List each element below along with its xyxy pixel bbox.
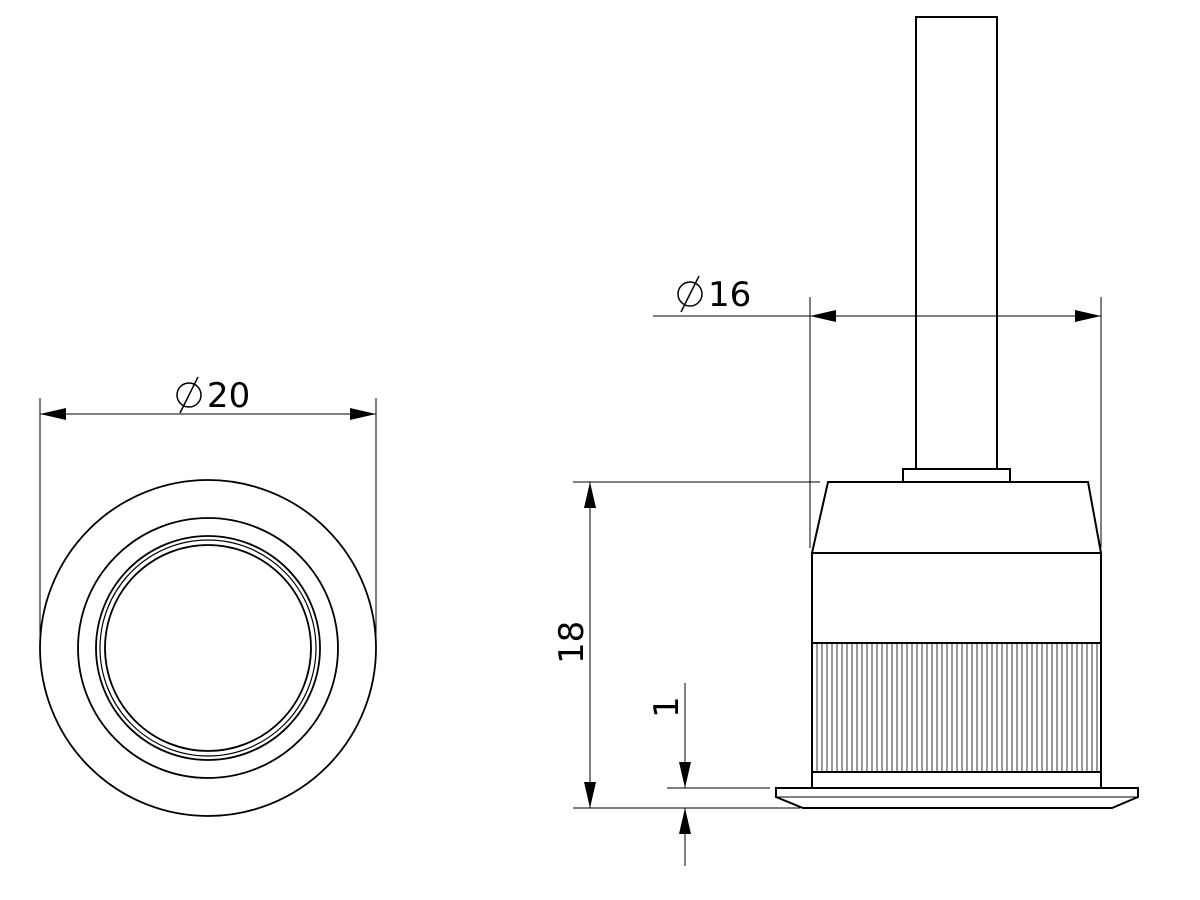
inner-rim-outer-circle — [95, 535, 321, 761]
dimension-label-16: 16 — [708, 275, 751, 315]
dimension-label-20: 20 — [207, 376, 250, 416]
dimension-diameter-20: 20 — [39, 376, 377, 648]
inner-rim-circle — [99, 539, 317, 757]
tapered-cap — [810, 481, 1103, 554]
body-upper — [811, 552, 1102, 644]
knurl-pattern — [816, 643, 1098, 772]
body-circle — [77, 517, 339, 779]
diameter-symbol — [176, 376, 202, 414]
knurled-band — [811, 642, 1102, 773]
side-view: 16 18 1 — [552, 16, 1139, 866]
top-view: 20 — [39, 376, 377, 817]
bore-circle — [104, 544, 312, 752]
arrowhead-top — [584, 482, 596, 508]
arrowhead-up — [679, 808, 691, 834]
dimension-height-18: 18 — [552, 481, 820, 809]
outer-flange-circle — [39, 479, 377, 817]
body-lower-ring — [811, 771, 1102, 789]
arrowhead-right — [1075, 310, 1101, 322]
arrowhead-right — [350, 408, 376, 420]
shaft-collar — [902, 468, 1011, 483]
arrowhead-left — [40, 408, 66, 420]
dimension-thickness-1: 1 — [647, 683, 770, 866]
dimension-label-18: 18 — [552, 621, 592, 664]
arrowhead-down — [679, 762, 691, 788]
shaft — [915, 16, 998, 470]
arrowhead-bottom — [584, 782, 596, 808]
flange — [775, 787, 1139, 809]
dimension-label-1: 1 — [647, 696, 687, 718]
arrowhead-left — [810, 310, 836, 322]
diameter-symbol — [677, 275, 703, 313]
dimension-diameter-16: 16 — [653, 275, 1102, 548]
